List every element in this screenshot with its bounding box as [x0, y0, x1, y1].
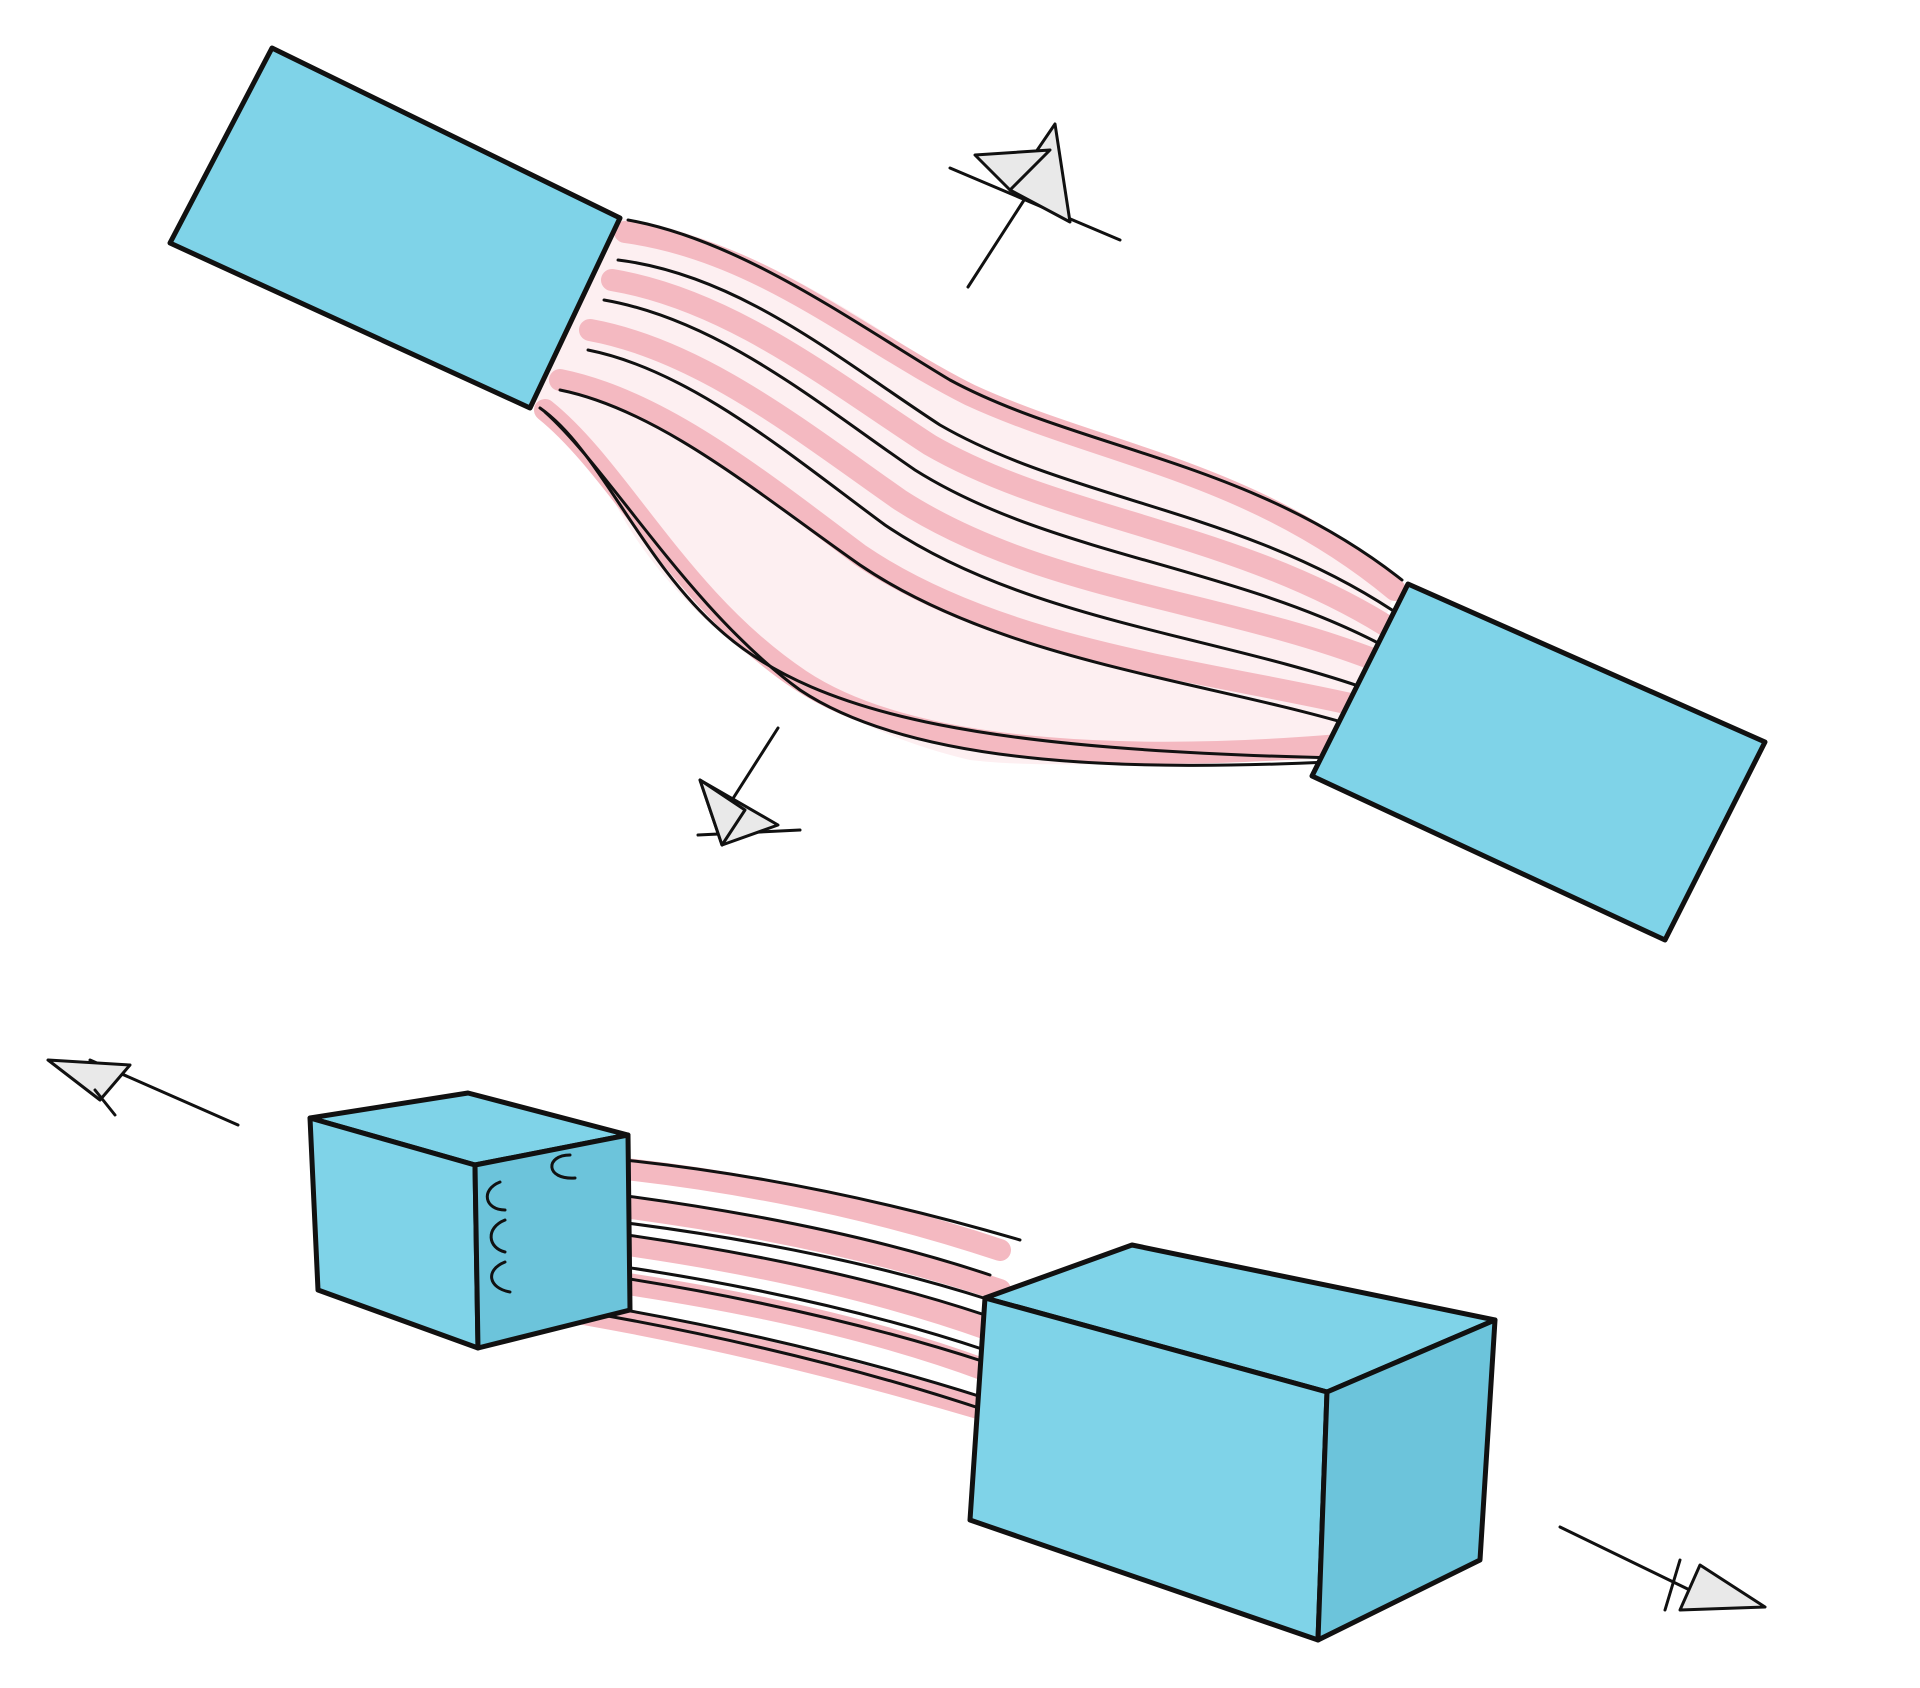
shear-fiber-outlines	[538, 218, 1404, 767]
shear-left-block	[167, 45, 623, 411]
arrow-left-icon	[46, 1058, 240, 1127]
shear-fiber	[601, 269, 1396, 636]
shear-fiber	[549, 369, 1366, 716]
arrow-up-right-icon	[948, 122, 1122, 289]
tension-left-block	[307, 1090, 633, 1351]
tension-fiber	[574, 1154, 1011, 1261]
tension-fiber-tips	[486, 1153, 577, 1294]
shear-fiber	[614, 221, 1406, 601]
shear-right-block	[1309, 581, 1768, 943]
arrow-right-icon	[1558, 1525, 1767, 1612]
shear-fiber	[579, 319, 1386, 671]
tension-right-block	[967, 1242, 1498, 1643]
arrow-down-left-icon	[696, 726, 802, 847]
shear-diagram	[167, 45, 1768, 943]
tension-diagram	[46, 1058, 1767, 1643]
